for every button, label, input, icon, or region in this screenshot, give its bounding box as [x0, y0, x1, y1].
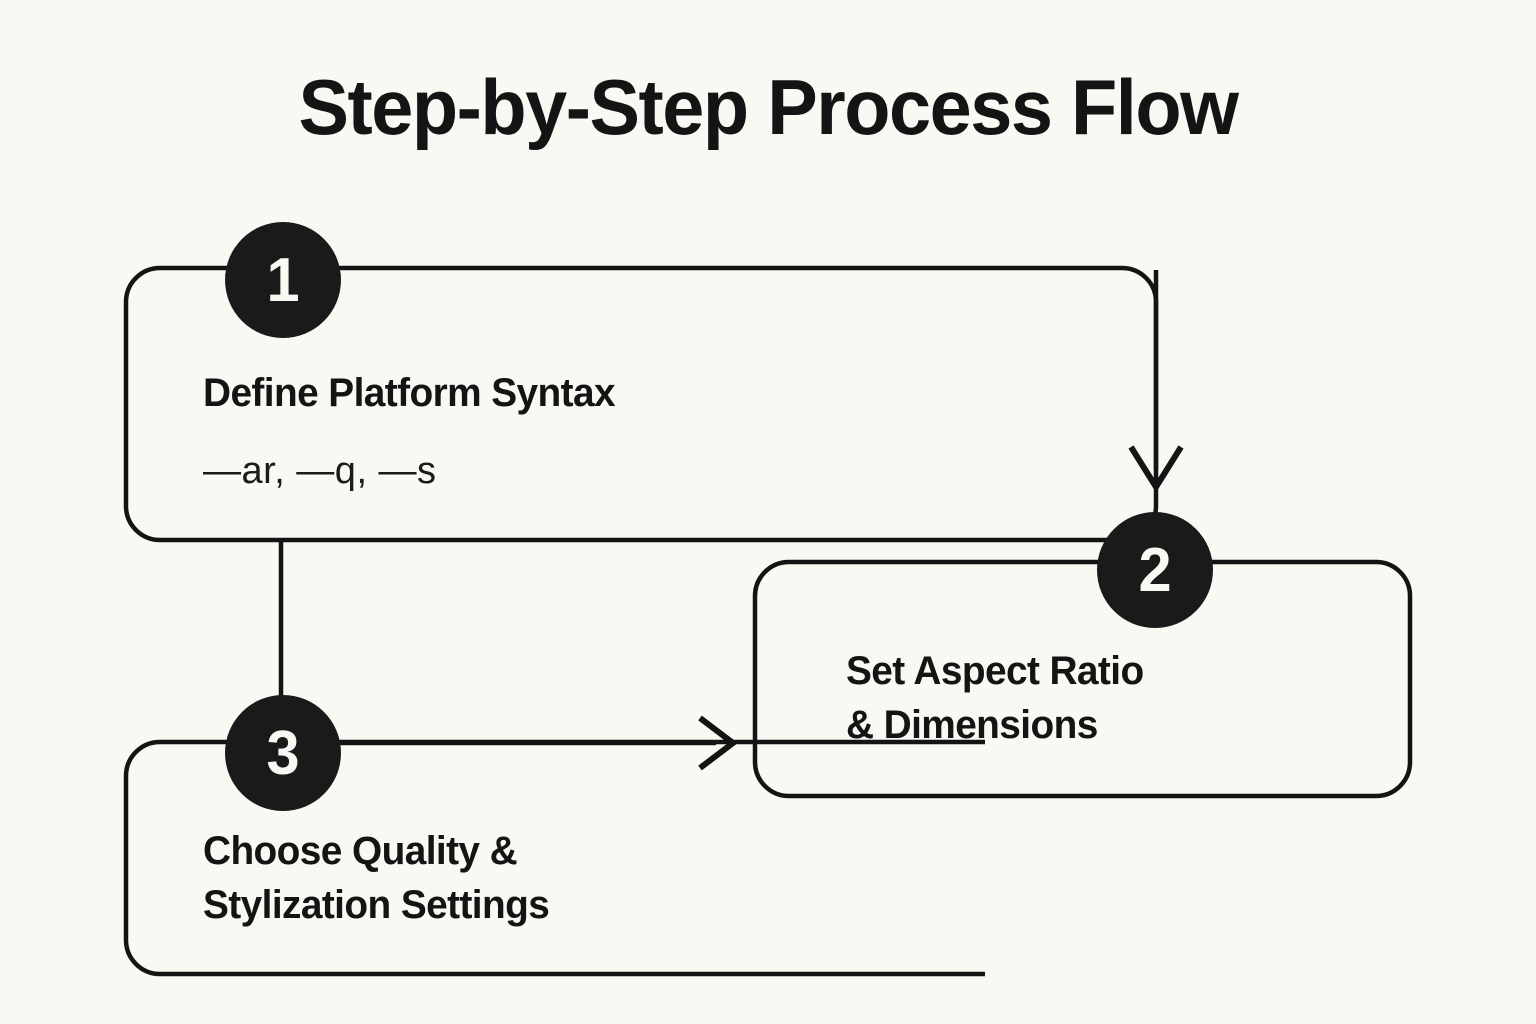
step-badge-2[interactable] — [1097, 512, 1213, 628]
step-card-2-heading: Set Aspect Ratio & Dimensions — [846, 649, 1144, 747]
step-card-2-outline[interactable] — [752, 559, 1413, 799]
step-badge-2-number: 2 — [1138, 536, 1172, 605]
step-card-1-heading: Define Platform Syntax — [203, 371, 616, 415]
arrowhead-step1-to-step2 — [1128, 445, 1184, 493]
step-card-3-outline[interactable] — [123, 739, 985, 977]
arrowhead-step3-to-step2 — [698, 715, 738, 771]
step-badge-3[interactable] — [225, 695, 341, 811]
step-badge-1[interactable] — [225, 222, 341, 338]
page-title: Step-by-Step Process Flow — [298, 63, 1238, 151]
step-card-1-subtitle: —ar, —q, —s — [203, 450, 437, 492]
step-card-3-heading: Choose Quality & Stylization Settings — [203, 829, 550, 927]
step-badge-1-number: 1 — [266, 246, 300, 315]
step-badge-3-number: 3 — [266, 719, 300, 788]
